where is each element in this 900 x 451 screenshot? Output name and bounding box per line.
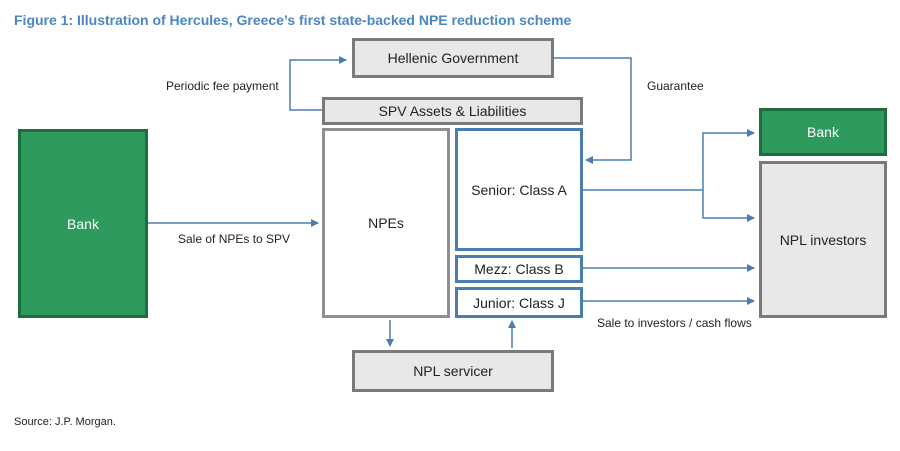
npl-servicer-box: NPL servicer <box>352 350 554 392</box>
sale-npes-label: Sale of NPEs to SPV <box>178 232 291 246</box>
hellenic-government-label: Hellenic Government <box>387 50 519 66</box>
mezz-class-b-label: Mezz: Class B <box>474 261 564 277</box>
bank-right-box: Bank <box>759 108 887 156</box>
npes-label: NPEs <box>368 215 404 231</box>
guarantee-arrow <box>554 57 632 164</box>
npl-investors-box: NPL investors <box>759 161 887 318</box>
bank-right-label: Bank <box>807 124 839 140</box>
spv-box: SPV Assets & Liabilities <box>322 97 583 125</box>
mezz-class-b-box: Mezz: Class B <box>455 255 583 283</box>
senior-class-a-box: Senior: Class A <box>455 128 583 251</box>
figure-title: Figure 1: Illustration of Hercules, Gree… <box>14 12 572 28</box>
junior-class-j-label: Junior: Class J <box>473 294 565 311</box>
npes-box: NPEs <box>322 128 450 318</box>
hellenic-government-box: Hellenic Government <box>352 38 554 78</box>
periodic-fee-arrow <box>289 56 347 111</box>
periodic-fee-label: Periodic fee payment <box>166 79 279 93</box>
npl-servicer-label: NPL servicer <box>413 363 493 379</box>
bank-left-box: Bank <box>18 129 148 318</box>
source-note: Source: J.P. Morgan. <box>14 416 116 428</box>
senior-class-a-label: Senior: Class A <box>471 181 567 198</box>
guarantee-label: Guarantee <box>647 79 704 93</box>
sale-investors-label: Sale to investors / cash flows <box>597 316 752 330</box>
bank-left-label: Bank <box>67 215 99 232</box>
senior-to-investors-arrow <box>702 190 755 222</box>
npl-investors-label: NPL investors <box>779 231 867 248</box>
spv-label: SPV Assets & Liabilities <box>378 103 527 119</box>
junior-class-j-box: Junior: Class J <box>455 287 583 318</box>
senior-to-bank-arrow <box>583 129 755 191</box>
